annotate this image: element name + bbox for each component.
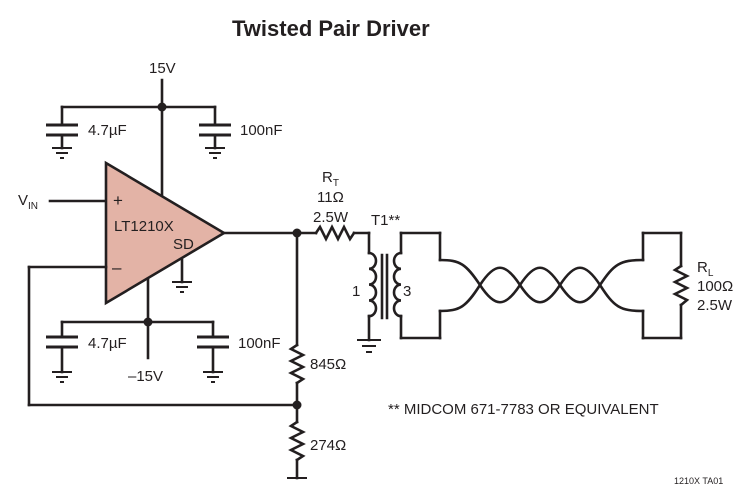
capacitor-top-right xyxy=(199,123,231,159)
opamp-plus-input: + xyxy=(113,191,123,210)
rt-power: 2.5W xyxy=(313,209,349,226)
transformer-primary-pin: 1 xyxy=(352,283,360,300)
ground-icon xyxy=(52,371,72,383)
capacitor-top-left-value: 4.7µF xyxy=(88,122,127,139)
negative-supply-wiring xyxy=(60,277,215,360)
capacitor-top-left xyxy=(46,123,78,159)
capacitor-bottom-right xyxy=(197,335,229,383)
rt-label: RT xyxy=(322,169,339,189)
output-wiring xyxy=(222,228,318,410)
diagram-title: Twisted Pair Driver xyxy=(232,16,430,41)
figure-id: 1210X TA01 xyxy=(674,476,723,485)
transformer-primary-coil xyxy=(367,251,378,318)
transformer-secondary-coil xyxy=(392,251,403,318)
load-power: 2.5W xyxy=(697,297,733,314)
footnote: ** MIDCOM 671-7783 OR EQUIVALENT xyxy=(388,401,659,418)
load-label: RL xyxy=(697,259,714,279)
opamp-lt1210x xyxy=(104,160,227,306)
input-label: VIN xyxy=(18,192,38,212)
resistor-845-value: 845Ω xyxy=(310,356,346,373)
rt-value: 11Ω xyxy=(317,189,344,206)
capacitor-top-right-value: 100nF xyxy=(240,122,283,139)
transformer-secondary-pin: 3 xyxy=(403,283,411,300)
shutdown-ground xyxy=(172,258,192,293)
ground-icon xyxy=(52,147,72,159)
twisted-pair-cable xyxy=(438,258,645,313)
load-value: 100Ω xyxy=(697,278,733,295)
load-wiring xyxy=(641,231,683,340)
resistor-rt xyxy=(314,224,356,242)
resistor-274 xyxy=(288,420,306,462)
positive-supply-wiring xyxy=(60,78,217,197)
resistor-274-value: 274Ω xyxy=(310,437,346,454)
capacitor-bottom-left xyxy=(46,335,78,383)
positive-supply-label: 15V xyxy=(149,60,176,77)
resistor-load xyxy=(672,264,690,307)
opamp-part-number: LT1210X xyxy=(114,218,174,235)
negative-supply-label: –15V xyxy=(128,368,163,385)
capacitor-bottom-left-value: 4.7µF xyxy=(88,335,127,352)
ground-icon xyxy=(205,147,225,159)
opamp-shutdown-pin: SD xyxy=(173,236,194,253)
rt-to-transformer-wiring xyxy=(352,231,381,353)
ground-icon xyxy=(203,371,223,383)
transformer-secondary-wiring xyxy=(399,231,442,340)
opamp-minus-input: – xyxy=(112,258,122,277)
capacitor-bottom-right-value: 100nF xyxy=(238,335,281,352)
resistor-845 xyxy=(288,343,306,385)
transformer-label: T1** xyxy=(371,212,400,229)
inverting-input-wiring xyxy=(27,265,299,407)
